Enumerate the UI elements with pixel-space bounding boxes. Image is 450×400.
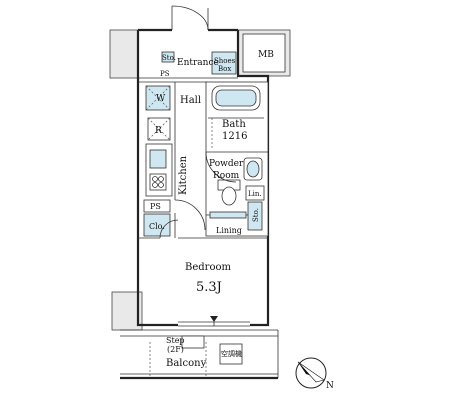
burner-3-icon [152, 182, 158, 188]
sto-right-box [247, 201, 263, 231]
balcony-label: Balcony [166, 358, 207, 369]
hall-label: Hall [180, 95, 201, 106]
washer-cross [145, 85, 171, 111]
washer-label: W [156, 94, 166, 104]
bedroom-label: Bedroom [185, 262, 231, 273]
toilet-bowl [221, 186, 237, 206]
closet-label: Clo. [149, 222, 165, 231]
sto-right-label: Sto. [252, 208, 260, 222]
sto-top-box [161, 51, 175, 63]
compass-north-label: N [326, 381, 334, 391]
linen-cabinet [245, 185, 265, 201]
structural-column-top-left [109, 29, 139, 79]
step-box [181, 335, 205, 349]
powder-door-swing [205, 151, 237, 183]
hall-door-swing [174, 199, 206, 231]
left-wall [136, 30, 178, 327]
ac-unit-box [219, 343, 243, 365]
linen-label: Lin. [248, 190, 262, 198]
shoes-box-label-2: Box [218, 65, 231, 73]
kitchen-sink [149, 149, 167, 169]
bedroom-size-label: 5.3J [196, 280, 222, 295]
step-label-2: (2F) [167, 345, 184, 354]
shoes-box-label-1: Shoes [214, 57, 236, 65]
kitchen-label: Kitchen [178, 155, 189, 195]
stove [149, 173, 167, 191]
entrance-label: Entrance [177, 58, 219, 68]
mb-label: MB [258, 50, 274, 60]
powder-label-2: Room [213, 171, 240, 181]
burner-2-icon [158, 176, 164, 182]
compass-icon: N [295, 357, 334, 391]
refrigerator-label: R [155, 126, 162, 136]
ac-unit-label: 空調機 [221, 349, 242, 358]
ps-top-label: PS [160, 70, 170, 78]
sto-top-label: Sto. [162, 54, 176, 62]
bathtub-inner [215, 89, 257, 107]
ps-bottom-box [143, 199, 171, 213]
burner-1-icon [152, 176, 158, 182]
bath-label: Bath [222, 119, 246, 130]
step-label-1: Step [166, 336, 185, 345]
ps-bottom-label: PS [150, 202, 161, 211]
bath-size-label: 1216 [222, 131, 247, 142]
window-arrow-icon [210, 316, 218, 322]
right-wall [236, 30, 270, 327]
closet-box [143, 213, 171, 237]
bedroom-door-swing [159, 219, 179, 239]
refrigerator-space [147, 117, 171, 141]
refrigerator-cross [147, 117, 171, 141]
lining-shelf [209, 211, 247, 219]
balcony-edge [120, 329, 278, 337]
building-walls [109, 28, 291, 380]
window-sash [178, 321, 250, 327]
entrance-door [171, 5, 209, 31]
mb-inner [242, 33, 286, 73]
burner-4-icon [158, 182, 164, 188]
lining-label: Lining [216, 226, 242, 235]
washbasin [246, 160, 260, 178]
powder-label-1: Powder [209, 159, 244, 169]
shoes-box [211, 51, 237, 75]
